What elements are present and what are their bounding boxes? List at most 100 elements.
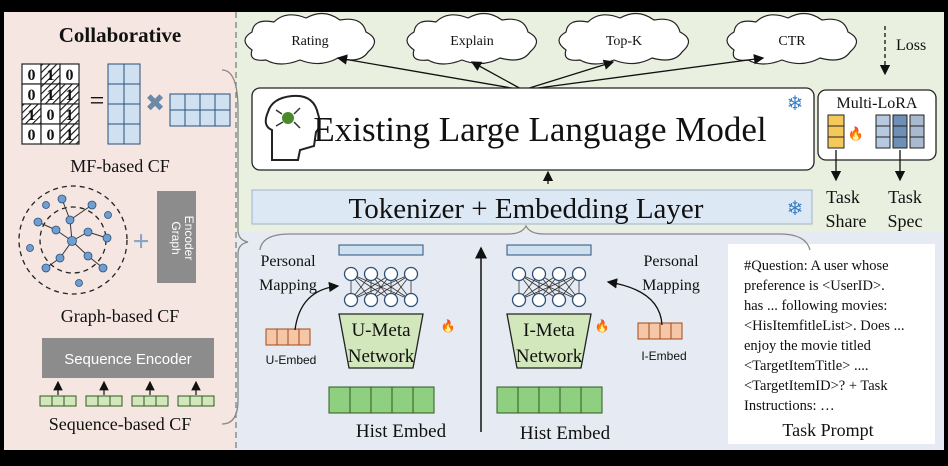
tokenizer-box [251,189,813,225]
hist-embed-cell [412,386,435,414]
item-mapping-arrow [606,278,663,326]
mf-user-factor [107,63,141,145]
user-mapping-line2: Mapping [259,277,317,294]
mf-factor-cell [107,103,125,125]
mf-factor-cell [199,109,216,127]
mf-factor-cell [107,63,125,85]
user-mapping-line1: Personal [260,253,316,270]
mf-factor-cell [214,109,231,127]
task-cloud: Explain [406,12,538,65]
sequence-item-cell [201,395,215,407]
nn-node [571,266,587,282]
task-share-line1: Task [826,187,860,207]
nn-node [343,292,359,308]
nn-edge [538,273,580,301]
hist-embed-cell [517,386,540,414]
mf-label: MF-based CF [70,156,170,176]
embed-cell [265,328,278,346]
user-meta-module [265,244,435,414]
hist-embed-cell [328,386,351,414]
user-meta-line2: Network [348,346,415,367]
hist-embed-cell [370,386,393,414]
prompt-line: Instructions: … [744,398,835,414]
item-embed-label: I-Embed [641,349,686,363]
nn-edge [370,273,412,301]
hist-embed-cell [538,386,561,414]
cloud-shape [406,12,538,65]
embed-cell [659,322,672,340]
nn-node [551,266,567,282]
mf-factor-cell [123,103,141,125]
lora-share-stack [827,114,845,149]
fire-icon-item: 🔥 [595,319,610,333]
user-meta-line1: U-Meta [351,320,411,341]
embed-cell [648,322,661,340]
mf-cell-value: 1 [28,107,36,124]
collab-brace [221,69,249,425]
mf-factor-cell [107,83,125,105]
item-mapping-line1: Personal [643,253,699,270]
mf-cell-value: 0 [47,127,55,144]
prompt-line: enjoy the movie titled [744,338,872,354]
nn-edge [518,273,560,301]
lora-spec-stack [875,114,925,149]
output-bar [338,244,424,256]
mf-cell-value: 0 [28,87,36,104]
sequence-item-cell [177,395,191,407]
mf-cell-value: 1 [47,87,55,104]
task-cloud: Top-K [558,12,690,65]
mf-factor-cell [169,109,186,127]
robot-head-icon [264,94,321,161]
sequence-label: Sequence-based CF [49,414,191,434]
cloud-shape [726,12,858,65]
user-hist-label: Hist Embed [356,421,447,442]
graph-encoder-label: Graph [169,221,183,254]
mf-factor-cell [199,93,216,111]
embed-cell [298,328,311,346]
item-hist-label: Hist Embed [520,423,611,444]
sequence-item-cell [39,395,53,407]
mf-factor-cell [123,83,141,105]
mf-cell-value: 0 [28,67,36,84]
task-spec-line1: Task [888,187,922,207]
sequence-item-cell [97,395,111,407]
hist-embed-cell [391,386,414,414]
mf-cell-value: 0 [28,127,36,144]
equals-icon: = [90,86,105,115]
sequence-item-cell [63,395,77,407]
loss-label: Loss [896,37,926,54]
llm-box [251,87,815,171]
nn-node [511,292,527,308]
sequence-items [39,380,215,407]
mf-cell-value: 0 [47,107,55,124]
meta-network-shape [506,313,592,369]
sequence-item-cell [51,395,65,407]
item-meta-module [496,244,683,414]
nn-node [403,292,419,308]
task-label: CTR [778,34,806,49]
multiply-icon: ✖ [145,91,165,117]
item-meta-line1: I-Meta [523,320,575,341]
prompt-line: <TargetItemTitle> .... [744,358,868,374]
nn-node [383,292,399,308]
mf-factor-cell [214,93,231,111]
nn-node [363,266,379,282]
mf-cell-value: 1 [47,67,55,84]
nn-node [343,266,359,282]
task-label: Explain [450,34,494,49]
nn-node [551,292,567,308]
sequence-item-cell [109,395,123,407]
prompt-label: Task Prompt [782,420,873,440]
task-clouds: Rating Explain Top-K CTR [244,12,858,65]
mf-cell [59,123,80,145]
mf-factor-cell [123,63,141,85]
collaborative-title: Collaborative [59,23,181,47]
task-spec-line2: Spec [888,211,923,231]
snowflake-icon: ❄ [787,93,804,115]
nn-node [531,266,547,282]
graph-encoder-box [157,191,196,283]
sequence-item-cell [189,395,203,407]
task-label: Rating [291,34,328,49]
